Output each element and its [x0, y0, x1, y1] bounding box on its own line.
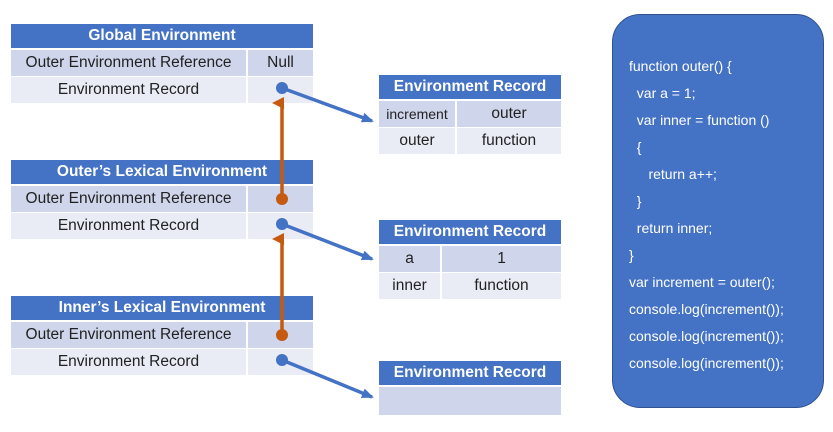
- global-record-name: outer: [379, 127, 456, 154]
- global-record-pointer-dot: [276, 82, 288, 94]
- global-outer-ref-label: Outer Environment Reference: [11, 48, 247, 77]
- outer-record-pointer-arrow: [281, 222, 374, 261]
- global-record-title: Environment Record: [379, 75, 562, 101]
- inner-record-empty-row: [379, 385, 561, 415]
- code-line: function outer() {: [629, 58, 732, 74]
- code-line: {: [629, 139, 642, 155]
- global-record-table: Environment Record increment outer outer…: [379, 75, 562, 154]
- outer-record-name: a: [379, 244, 441, 273]
- inner-record-pointer-arrow: [281, 358, 374, 399]
- outer-record-value: 1: [439, 244, 562, 273]
- outer-env-record-label: Environment Record: [11, 212, 247, 239]
- global-environment-title: Global Environment: [11, 24, 314, 50]
- code-panel: function outer() { var a = 1; var inner …: [612, 14, 824, 408]
- inner-outer-ref-label: Outer Environment Reference: [11, 320, 247, 349]
- outer-record-title: Environment Record: [379, 220, 562, 246]
- outer-reference-dot-lower: [276, 329, 288, 341]
- global-outer-ref-value: Null: [245, 48, 314, 77]
- inner-environment-title: Inner’s Lexical Environment: [11, 296, 314, 322]
- outer-environment-title: Outer’s Lexical Environment: [11, 160, 313, 186]
- code-line: var increment = outer();: [629, 274, 775, 290]
- code-line: console.log(increment());: [629, 328, 784, 344]
- inner-record-title: Environment Record: [379, 361, 561, 387]
- inner-record-table: Environment Record: [379, 361, 561, 415]
- code-line: console.log(increment());: [629, 301, 784, 317]
- global-record-pointer-arrow: [281, 86, 374, 123]
- code-line: var inner = function (): [629, 112, 770, 128]
- code-line: console.log(increment());: [629, 355, 784, 371]
- outer-record-pointer-dot: [276, 218, 288, 230]
- code-line: return inner;: [629, 220, 713, 236]
- outer-record-name: inner: [379, 272, 441, 299]
- code-line: var a = 1;: [629, 85, 696, 101]
- global-record-value: outer: [454, 99, 562, 128]
- inner-record-pointer-dot: [276, 354, 288, 366]
- code-line: }: [629, 247, 634, 263]
- code-line: }: [629, 193, 642, 209]
- global-environment-table: Global Environment Outer Environment Ref…: [11, 24, 314, 103]
- global-record-value: function: [454, 127, 562, 154]
- inner-lexical-environment-table: Inner’s Lexical Environment Outer Enviro…: [11, 296, 314, 375]
- outer-record-table: Environment Record a 1 inner function: [379, 220, 562, 299]
- outer-reference-dot-upper: [276, 193, 288, 205]
- code-line: return a++;: [629, 166, 717, 182]
- global-record-name: increment: [379, 99, 456, 128]
- outer-outer-ref-label: Outer Environment Reference: [11, 184, 247, 213]
- inner-env-record-label: Environment Record: [11, 348, 247, 375]
- outer-record-value: function: [439, 272, 562, 299]
- global-env-record-label: Environment Record: [11, 76, 247, 103]
